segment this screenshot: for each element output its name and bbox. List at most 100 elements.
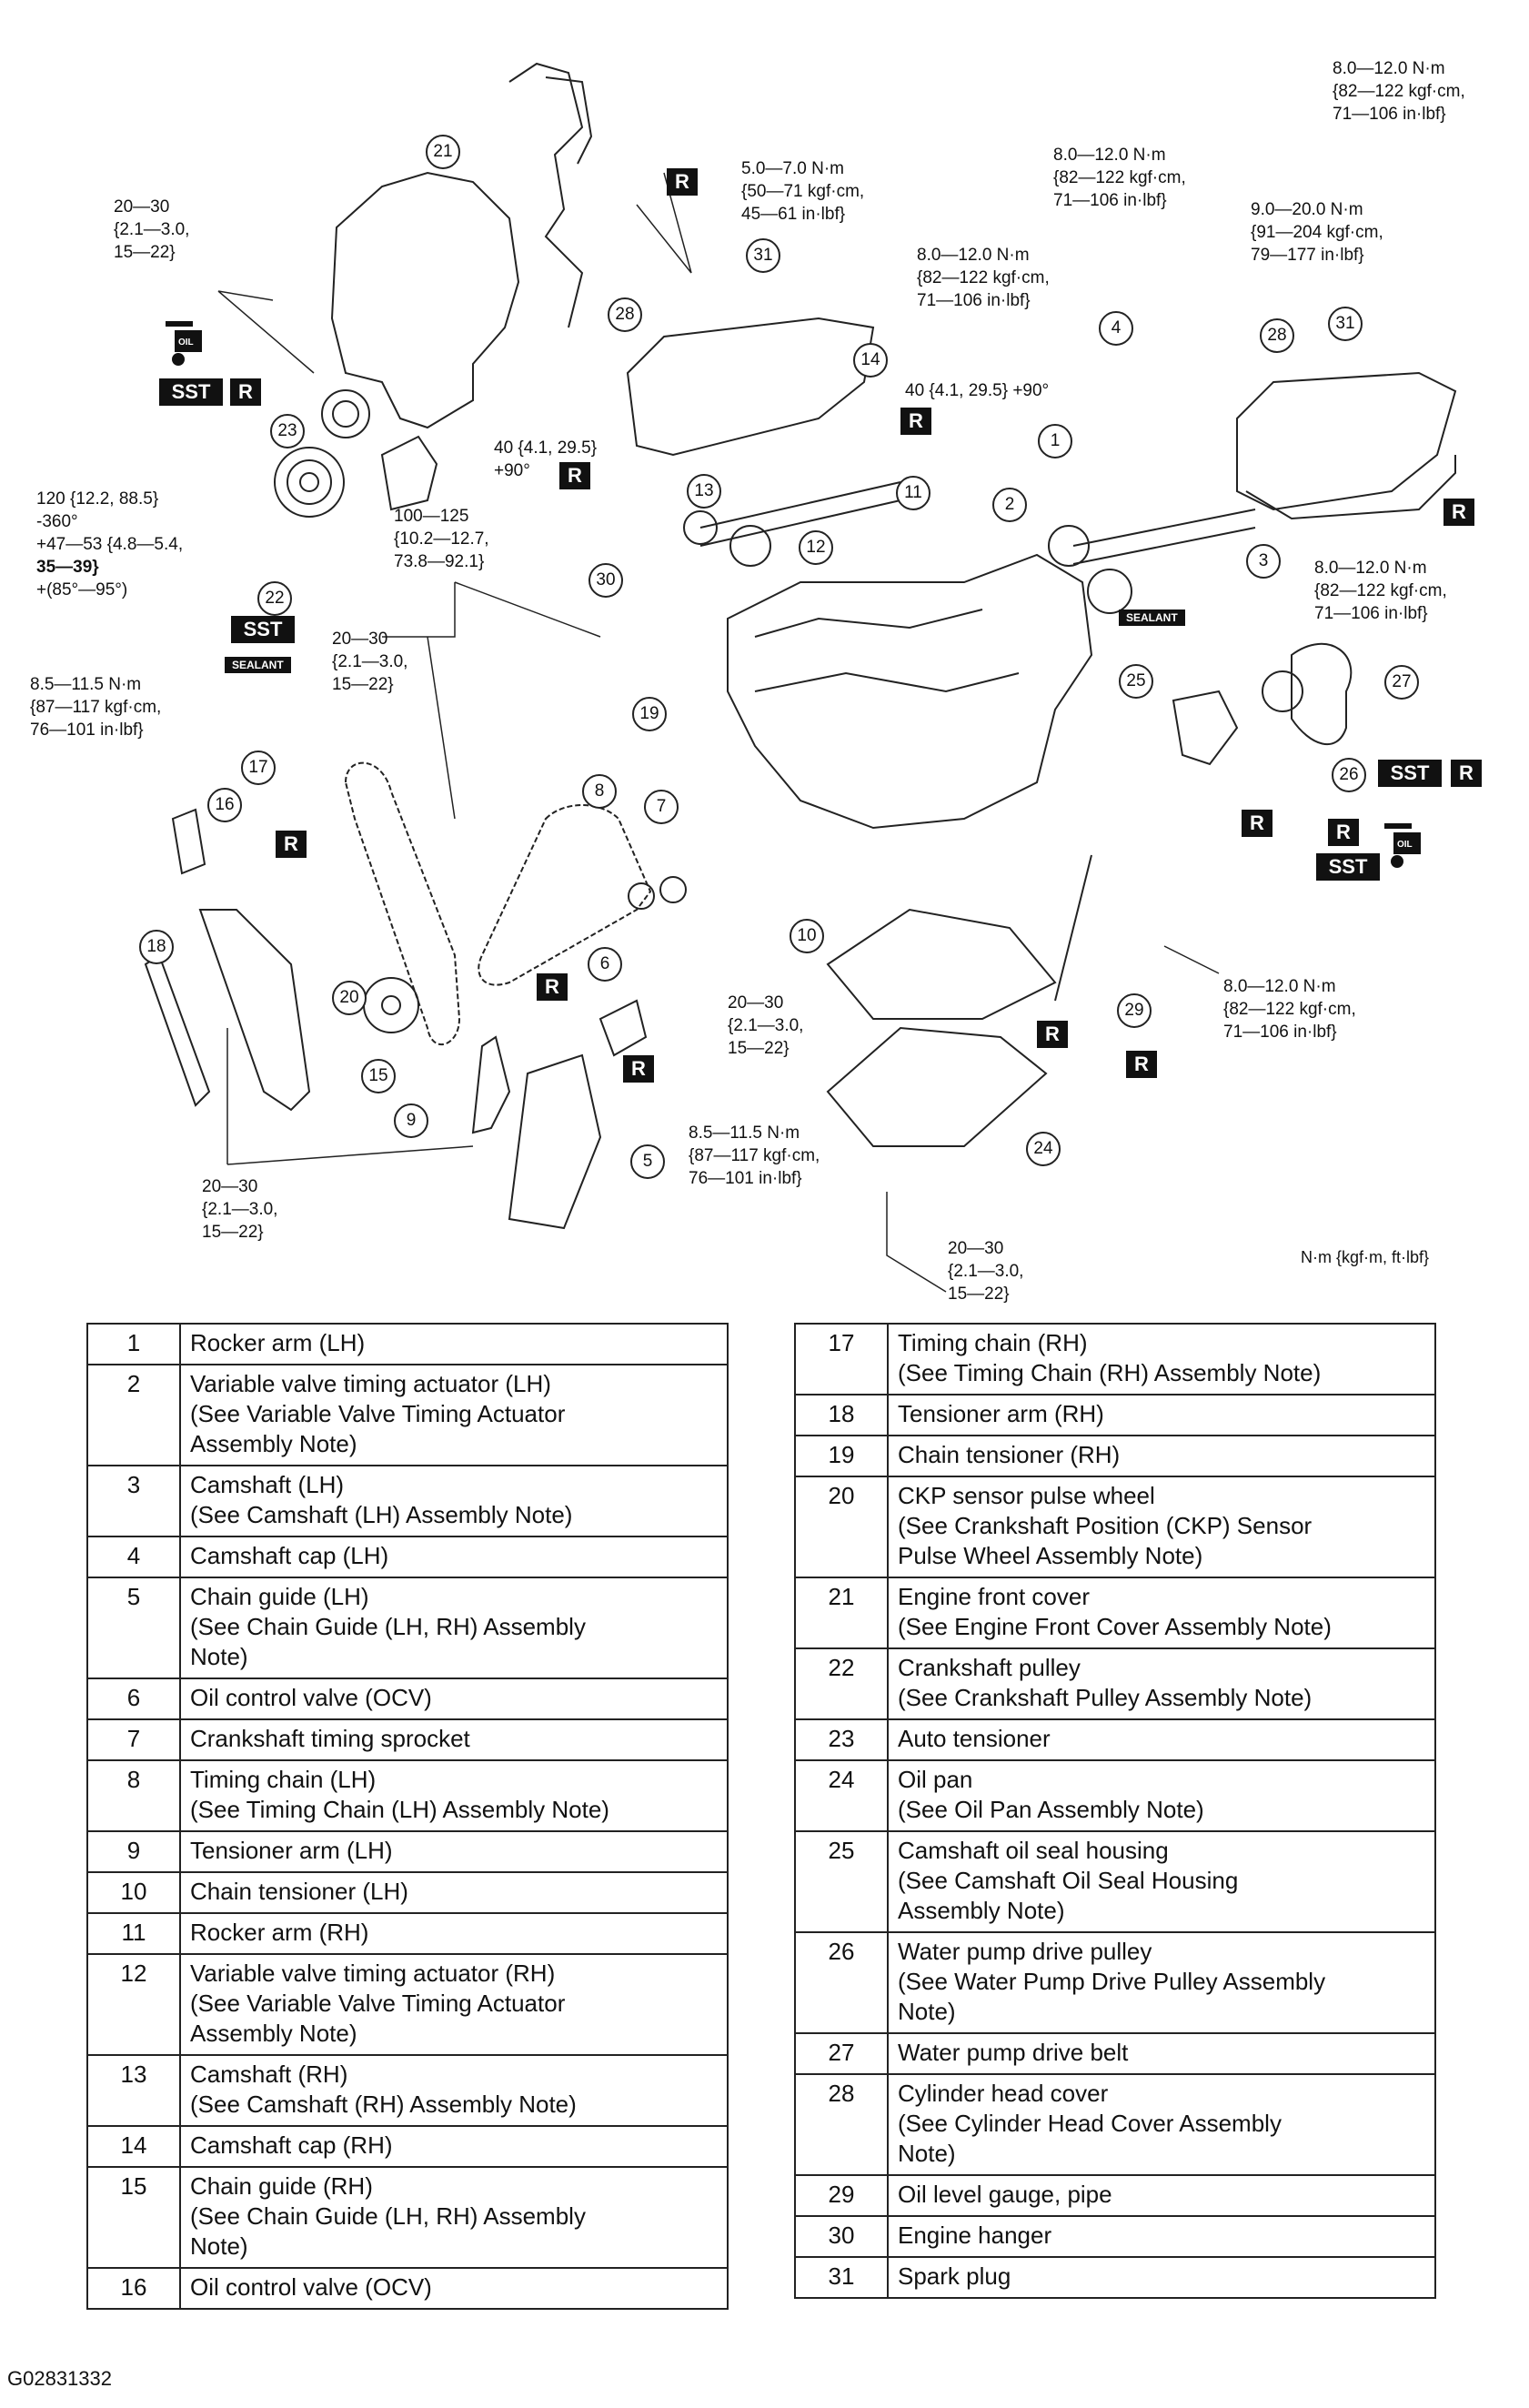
torque-front-cover: 20—30{2.1—3.0,15—22} xyxy=(114,197,190,262)
r-badge-ocv-rh: R xyxy=(276,831,307,858)
callout-9: 9 xyxy=(394,1103,428,1138)
part-description: Auto tensioner xyxy=(887,1718,1436,1761)
sst-badge-pulley: SST xyxy=(231,616,295,643)
r-badge-vvt-lh: R xyxy=(900,408,931,435)
part-description-line: Tensioner arm (LH) xyxy=(190,1837,393,1864)
callout-17: 17 xyxy=(241,751,276,785)
r-badge-oring-ocv-lh: R xyxy=(623,1055,654,1083)
parts-row: 7 Crankshaft timing sprocket xyxy=(86,1718,729,1761)
sst-badge-water-pump: SST xyxy=(1378,760,1442,787)
part-description: Rocker arm (RH) xyxy=(179,1912,729,1955)
torque-crank-pulley: 120 {12.2, 88.5}-360°+47—53 {4.8—5.4,35—… xyxy=(36,489,184,599)
chain-guide-rh-shape xyxy=(198,909,311,1112)
part-description-line: (See Timing Chain (RH) Assembly Note) xyxy=(898,1359,1322,1386)
parts-row: 29 Oil level gauge, pipe xyxy=(794,2174,1436,2217)
r-badge-seal-housing: R xyxy=(1242,810,1272,837)
torque-chain-tensioner-lh: 20—30{2.1—3.0,15—22} xyxy=(728,993,804,1058)
part-number: 31 xyxy=(794,2256,889,2299)
part-description: Camshaft (RH)(See Camshaft (RH) Assembly… xyxy=(179,2054,729,2127)
torque-chain-guide: 20—30{2.1—3.0,15—22} xyxy=(202,1177,278,1242)
callout-28: 28 xyxy=(608,297,642,332)
part-number: 7 xyxy=(86,1718,181,1761)
camshaft-lh-shape xyxy=(1072,509,1256,547)
part-description-line: Crankshaft pulley xyxy=(898,1654,1081,1681)
engine-front-cover-outline xyxy=(330,171,520,429)
r-badge-front-cover: R xyxy=(230,378,261,406)
callout-14: 14 xyxy=(853,343,888,378)
part-description-line: Oil pan xyxy=(898,1766,973,1793)
part-description-line: Note) xyxy=(190,1643,248,1670)
part-description-line: CKP sensor pulse wheel xyxy=(898,1482,1155,1509)
r-badge-water-pump: R xyxy=(1451,760,1482,787)
oil-pan-shape xyxy=(826,1026,1048,1147)
callout-7: 7 xyxy=(644,790,679,824)
part-number: 19 xyxy=(794,1435,889,1477)
part-description-line: Water pump drive belt xyxy=(898,2039,1129,2066)
part-number: 21 xyxy=(794,1577,889,1649)
seal-housing-shape xyxy=(1172,690,1239,766)
part-number: 10 xyxy=(86,1871,181,1914)
head-cover-lh-outline xyxy=(626,317,875,457)
torque-head-cover-rh: 8.0—12.0 N·m{82—122 kgf·cm,71—106 in·lbf… xyxy=(1333,59,1465,124)
part-description: Timing chain (LH)(See Timing Chain (LH) … xyxy=(179,1759,729,1832)
part-number: 17 xyxy=(794,1323,889,1395)
callout-21: 21 xyxy=(426,135,460,169)
part-number: 5 xyxy=(86,1577,181,1679)
crankshaft-sprocket-shape-2 xyxy=(659,876,687,903)
part-description-line: Variable valve timing actuator (LH) xyxy=(190,1370,551,1397)
part-number: 18 xyxy=(794,1394,889,1436)
part-description-line: (See Crankshaft Pulley Assembly Note) xyxy=(898,1684,1313,1711)
part-description-line: Oil level gauge, pipe xyxy=(898,2181,1112,2208)
part-description-line: Chain guide (LH) xyxy=(190,1583,369,1610)
part-description: Camshaft cap (LH) xyxy=(179,1536,729,1578)
ckp-pulse-wheel-shape xyxy=(363,977,419,1033)
callout-18: 18 xyxy=(139,930,174,964)
callout-28b: 28 xyxy=(1260,318,1294,353)
part-number: 1 xyxy=(86,1323,181,1365)
ocv-rh-shape xyxy=(171,808,206,875)
callout-26: 26 xyxy=(1332,758,1366,792)
part-number: 29 xyxy=(794,2174,889,2217)
part-number: 9 xyxy=(86,1830,181,1873)
part-number: 22 xyxy=(794,1647,889,1720)
part-description: Timing chain (RH)(See Timing Chain (RH) … xyxy=(887,1323,1436,1395)
oil-can-icon-2: OIL xyxy=(1383,814,1437,869)
vvt-actuator-rh-shape xyxy=(729,525,771,567)
part-description: Oil control valve (OCV) xyxy=(179,2267,729,2310)
auto-tensioner-shape xyxy=(380,435,438,511)
front-cover-gasket-2 xyxy=(545,76,593,165)
part-description-line: (See Camshaft (LH) Assembly Note) xyxy=(190,1501,573,1528)
sealant-badge-pulley: SEALANT xyxy=(225,657,291,673)
part-description-line: Variable valve timing actuator (RH) xyxy=(190,1960,556,1987)
r-badge-top: R xyxy=(667,168,698,196)
callout-15: 15 xyxy=(361,1059,396,1093)
part-description-line: Chain guide (RH) xyxy=(190,2172,373,2200)
part-description-line: Crankshaft timing sprocket xyxy=(190,1725,470,1752)
callout-5: 5 xyxy=(630,1144,665,1179)
part-description-line: Camshaft (LH) xyxy=(190,1471,345,1498)
callout-6: 6 xyxy=(588,947,622,982)
part-description-line: Camshaft cap (RH) xyxy=(190,2131,393,2159)
figure-code: G02831332 xyxy=(7,2367,112,2390)
part-description: Engine front cover(See Engine Front Cove… xyxy=(887,1577,1436,1649)
callout-11: 11 xyxy=(896,476,930,510)
r-badge-seal: R xyxy=(1328,819,1359,846)
chain-guide-lh-shape xyxy=(508,1053,602,1230)
part-description: Engine hanger xyxy=(887,2215,1436,2258)
ocv-lh-shape xyxy=(599,999,648,1057)
part-description-line: Assembly Note) xyxy=(190,2020,357,2047)
part-number: 27 xyxy=(794,2032,889,2075)
timing-chain-rh-shape xyxy=(344,761,461,1046)
